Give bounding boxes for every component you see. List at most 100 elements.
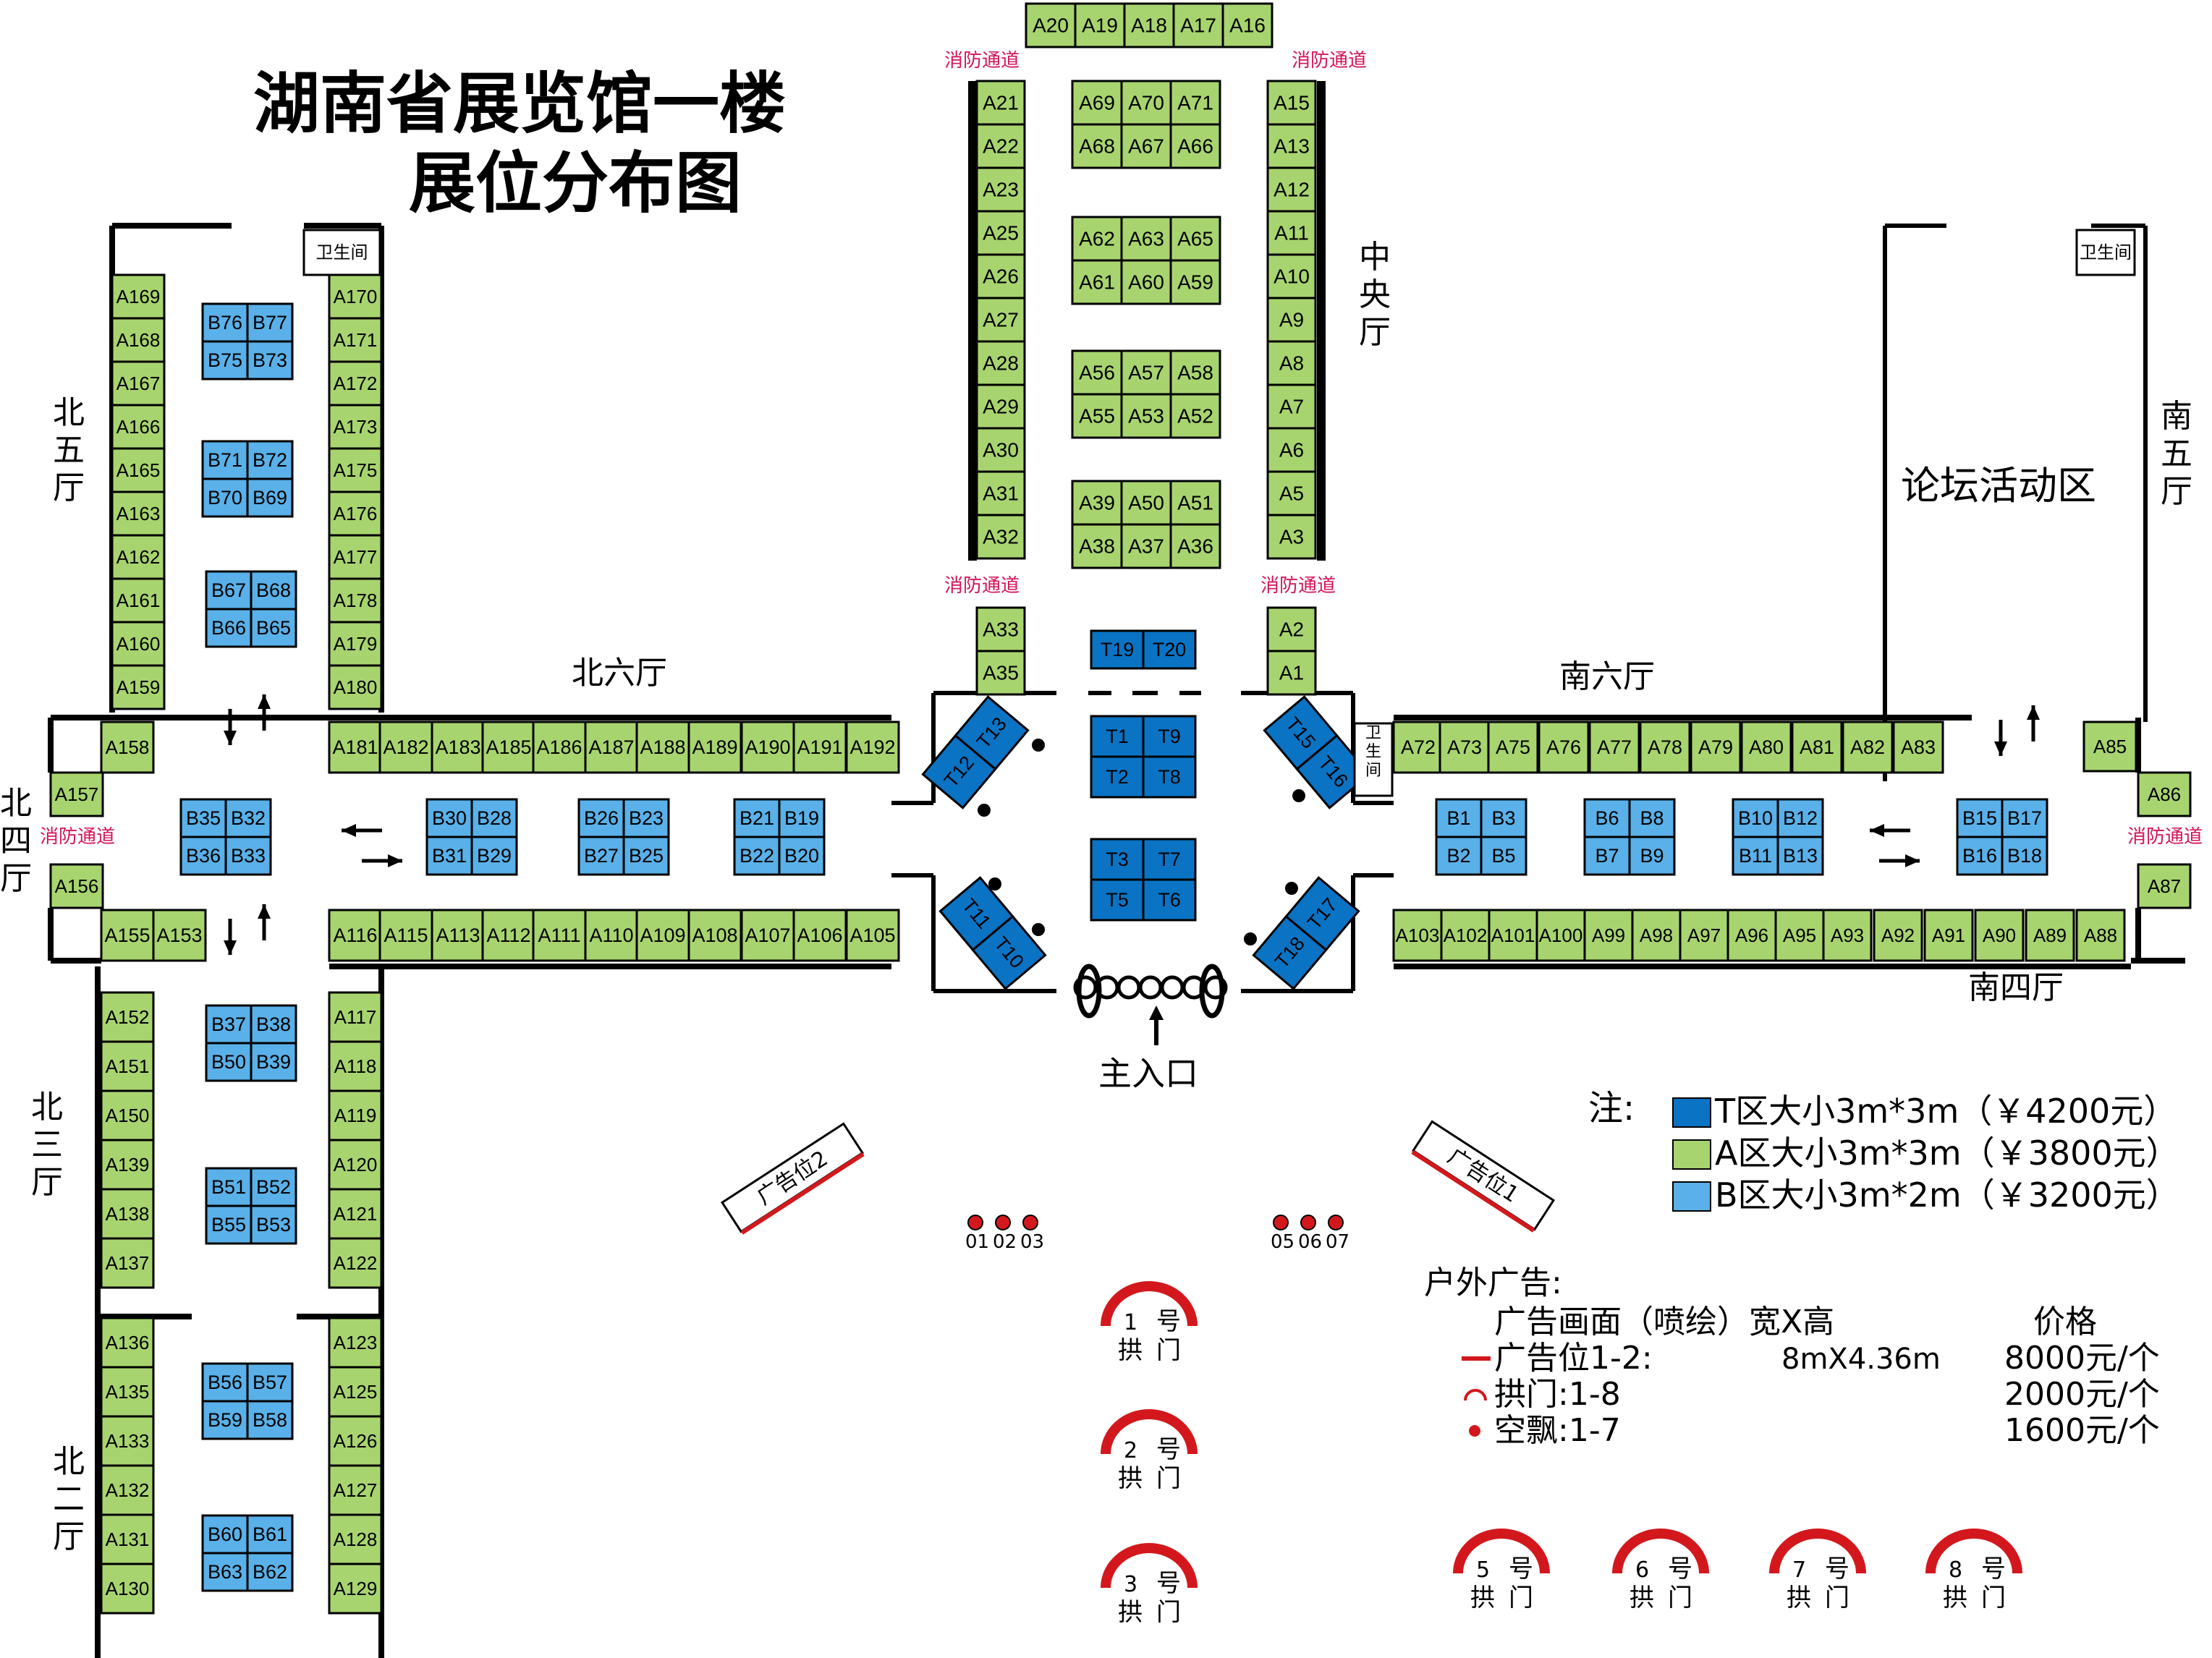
- booth-b52[interactable]: B52: [250, 1167, 297, 1207]
- booth-t11[interactable]: T11: [938, 876, 1014, 952]
- booth-a75[interactable]: A75: [1487, 720, 1539, 774]
- booth-a77[interactable]: A77: [1588, 720, 1640, 774]
- booth-b18[interactable]: B18: [2001, 836, 2048, 876]
- booth-b69[interactable]: B69: [246, 477, 294, 518]
- booth-a86[interactable]: A86: [2137, 771, 2192, 817]
- booth-b72[interactable]: B72: [246, 440, 294, 480]
- booth-a105[interactable]: A105: [845, 909, 900, 962]
- booth-a78[interactable]: A78: [1639, 720, 1691, 774]
- booth-a109[interactable]: A109: [635, 909, 690, 962]
- booth-a39[interactable]: A39: [1071, 480, 1123, 526]
- booth-t6[interactable]: T6: [1142, 878, 1197, 922]
- booth-a83[interactable]: A83: [1892, 720, 1944, 774]
- booth-b30[interactable]: B30: [425, 798, 473, 838]
- booth-a136[interactable]: A136: [100, 1317, 155, 1369]
- booth-a95[interactable]: A95: [1774, 909, 1825, 962]
- booth-a23[interactable]: A23: [975, 166, 1026, 213]
- booth-a97[interactable]: A97: [1679, 909, 1729, 962]
- booth-a92[interactable]: A92: [1873, 909, 1923, 962]
- booth-b66[interactable]: B66: [205, 608, 253, 648]
- booth-a188[interactable]: A188: [635, 720, 690, 774]
- booth-b35[interactable]: B35: [179, 798, 227, 838]
- booth-a102[interactable]: A102: [1440, 909, 1491, 962]
- booth-b3[interactable]: B3: [1480, 798, 1527, 838]
- booth-b16[interactable]: B16: [1956, 836, 2004, 876]
- booth-a70[interactable]: A70: [1120, 80, 1172, 126]
- booth-a22[interactable]: A22: [975, 123, 1026, 169]
- booth-a38[interactable]: A38: [1071, 523, 1123, 569]
- booth-a90[interactable]: A90: [1974, 909, 2025, 962]
- booth-a120[interactable]: A120: [328, 1139, 383, 1191]
- booth-a165[interactable]: A165: [111, 447, 166, 493]
- booth-a1[interactable]: A1: [1266, 650, 1317, 696]
- booth-a118[interactable]: A118: [328, 1040, 383, 1092]
- booth-a116[interactable]: A116: [328, 909, 383, 962]
- booth-b73[interactable]: B73: [246, 340, 294, 381]
- booth-b68[interactable]: B68: [250, 570, 297, 611]
- booth-a119[interactable]: A119: [328, 1089, 383, 1142]
- booth-a10[interactable]: A10: [1266, 253, 1317, 299]
- booth-a178[interactable]: A178: [328, 577, 383, 624]
- booth-a67[interactable]: A67: [1120, 123, 1172, 169]
- booth-a117[interactable]: A117: [328, 991, 383, 1043]
- booth-a172[interactable]: A172: [328, 360, 383, 407]
- booth-a156[interactable]: A156: [49, 863, 104, 909]
- booth-a175[interactable]: A175: [328, 447, 383, 493]
- booth-b63[interactable]: B63: [201, 1552, 249, 1592]
- booth-b31[interactable]: B31: [425, 836, 473, 876]
- booth-b21[interactable]: B21: [733, 798, 781, 838]
- booth-a18[interactable]: A18: [1123, 2, 1175, 48]
- booth-b37[interactable]: B37: [205, 1004, 253, 1045]
- booth-b58[interactable]: B58: [246, 1400, 294, 1440]
- booth-a137[interactable]: A137: [100, 1237, 155, 1289]
- booth-b1[interactable]: B1: [1435, 798, 1483, 838]
- booth-a9[interactable]: A9: [1266, 297, 1317, 343]
- booth-a55[interactable]: A55: [1071, 393, 1123, 439]
- booth-a8[interactable]: A8: [1266, 340, 1317, 386]
- booth-a161[interactable]: A161: [111, 577, 166, 624]
- booth-a27[interactable]: A27: [975, 297, 1026, 343]
- booth-a91[interactable]: A91: [1923, 909, 1974, 962]
- booth-b9[interactable]: B9: [1628, 836, 1676, 876]
- booth-a138[interactable]: A138: [100, 1188, 155, 1240]
- booth-a2[interactable]: A2: [1266, 606, 1317, 652]
- booth-b36[interactable]: B36: [179, 836, 227, 876]
- booth-a36[interactable]: A36: [1169, 523, 1221, 569]
- booth-b8[interactable]: B8: [1628, 798, 1676, 838]
- booth-b57[interactable]: B57: [246, 1362, 294, 1403]
- booth-a7[interactable]: A7: [1266, 383, 1317, 430]
- booth-a112[interactable]: A112: [481, 909, 536, 962]
- booth-b32[interactable]: B32: [224, 798, 272, 838]
- booth-a121[interactable]: A121: [328, 1188, 383, 1240]
- booth-a111[interactable]: A111: [532, 909, 587, 962]
- booth-a131[interactable]: A131: [100, 1513, 155, 1565]
- booth-a37[interactable]: A37: [1120, 523, 1172, 569]
- booth-a113[interactable]: A113: [431, 909, 486, 962]
- booth-b75[interactable]: B75: [201, 340, 249, 381]
- booth-a100[interactable]: A100: [1535, 909, 1586, 962]
- booth-a163[interactable]: A163: [111, 490, 166, 537]
- booth-b56[interactable]: B56: [201, 1362, 249, 1403]
- booth-b28[interactable]: B28: [470, 798, 518, 838]
- booth-a115[interactable]: A115: [378, 909, 433, 962]
- booth-a189[interactable]: A189: [687, 720, 742, 774]
- booth-a30[interactable]: A30: [975, 427, 1026, 473]
- booth-b51[interactable]: B51: [205, 1167, 253, 1207]
- booth-t15[interactable]: T15: [1263, 695, 1339, 771]
- booth-a129[interactable]: A129: [328, 1563, 383, 1615]
- booth-b61[interactable]: B61: [246, 1514, 294, 1555]
- booth-a96[interactable]: A96: [1726, 909, 1777, 962]
- booth-a63[interactable]: A63: [1120, 216, 1172, 262]
- booth-a158[interactable]: A158: [100, 720, 155, 774]
- booth-a19[interactable]: A19: [1074, 2, 1126, 48]
- booth-a183[interactable]: A183: [431, 720, 486, 774]
- booth-a16[interactable]: A16: [1221, 2, 1274, 48]
- booth-a73[interactable]: A73: [1438, 720, 1491, 774]
- booth-a139[interactable]: A139: [100, 1139, 155, 1191]
- booth-a186[interactable]: A186: [532, 720, 587, 774]
- booth-a125[interactable]: A125: [328, 1366, 383, 1418]
- booth-b60[interactable]: B60: [201, 1514, 249, 1555]
- booth-a20[interactable]: A20: [1025, 2, 1077, 48]
- booth-b7[interactable]: B7: [1583, 836, 1631, 876]
- booth-a173[interactable]: A173: [328, 404, 383, 450]
